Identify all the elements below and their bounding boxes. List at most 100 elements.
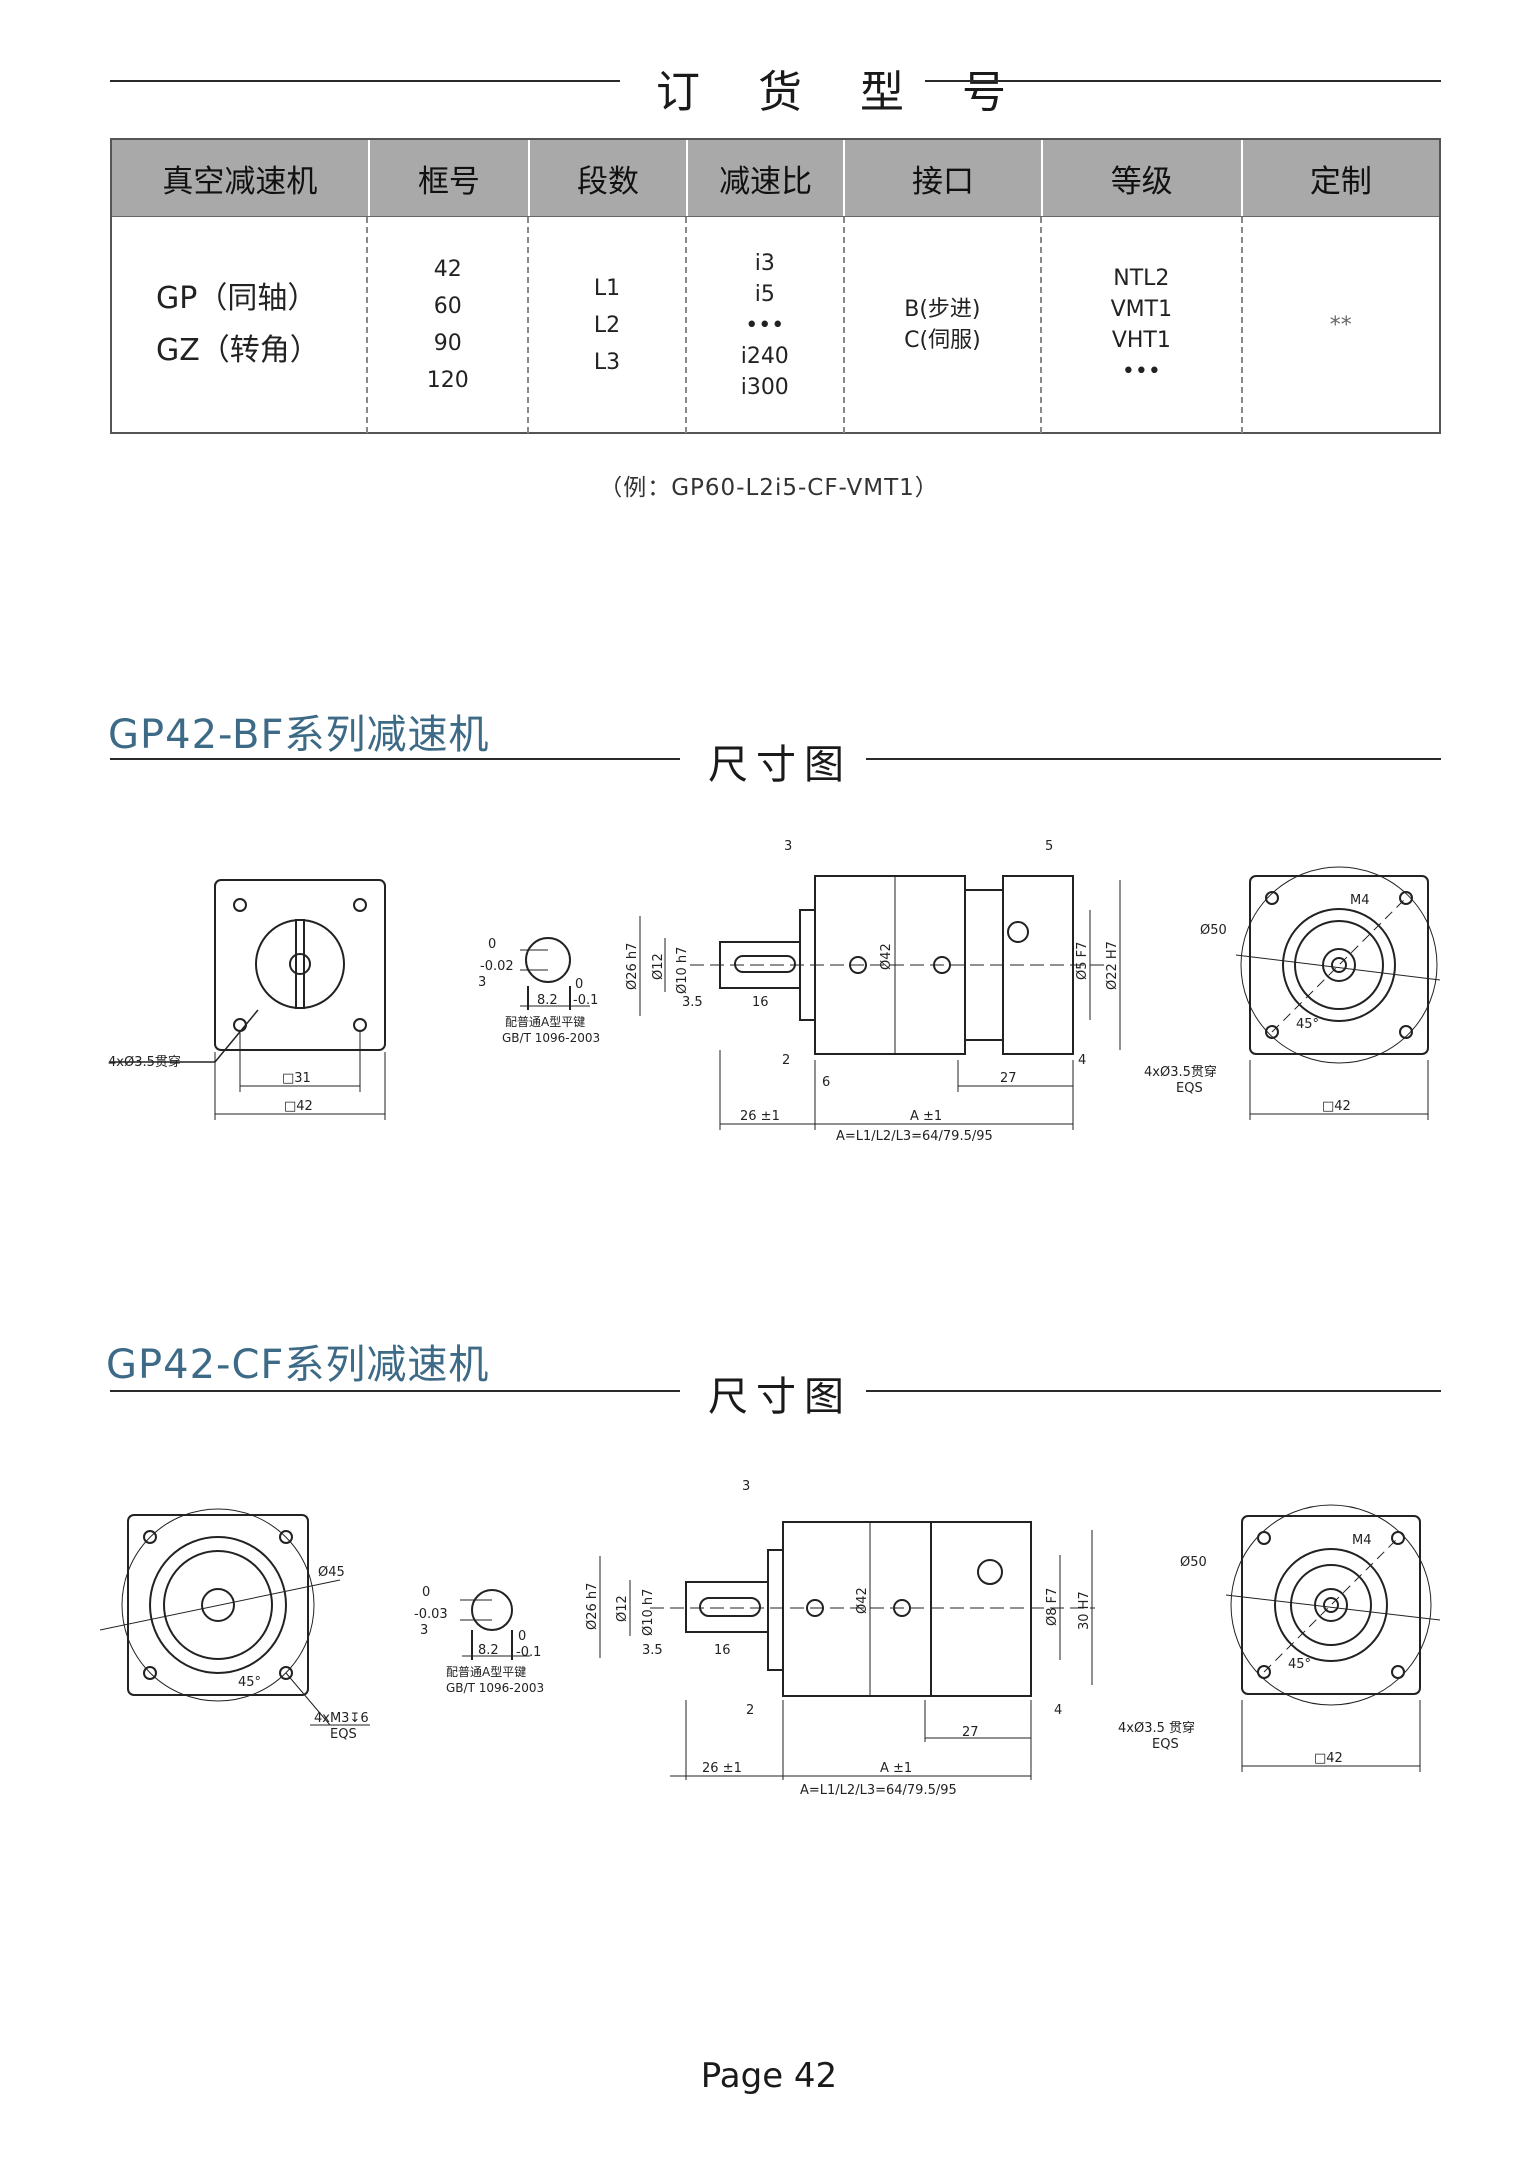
cf-dimension-drawing: Ø45 45° 4xM3↧6 EQS 0 -0.03 3 8.2 0 -0.1 … — [99, 1479, 1441, 1798]
cf-key-82-dev0: 0 — [518, 1629, 526, 1644]
col-vacuum-reducer: 真空减速机 — [112, 140, 370, 216]
bf-45-label: 45° — [1296, 1017, 1319, 1032]
cf-m4-label: M4 — [1352, 1533, 1372, 1548]
section-rule-right — [866, 758, 1441, 760]
header-rule-right — [925, 80, 1441, 82]
frame-value: 90 — [433, 331, 462, 356]
col-stages: 段数 — [530, 140, 688, 216]
col-interface: 接口 — [845, 140, 1043, 216]
cf-eqs-label: EQS — [330, 1727, 357, 1742]
cf-sq42-r-label: □42 — [1314, 1751, 1343, 1766]
cell-frame: 42 60 90 120 — [368, 217, 530, 433]
grade-value: VMT1 — [1110, 297, 1173, 322]
frame-value: 120 — [426, 368, 469, 393]
cf-d10-label: Ø10 h7 — [641, 1589, 656, 1636]
cf-dim35: 3.5 — [642, 1643, 663, 1658]
section-rule-left — [110, 1390, 680, 1392]
bf-holes-r-label: 4xØ3.5贯穿 — [1144, 1064, 1217, 1080]
cell-ratio: i3 i5 ••• i240 i300 — [687, 217, 845, 433]
cf-d26-label: Ø26 h7 — [585, 1583, 600, 1630]
bf-d42-label: Ø42 — [879, 943, 894, 970]
bf-d5-label: Ø5 F7 — [1075, 942, 1090, 980]
header-rule-left — [110, 80, 620, 82]
bf-dim35: 3.5 — [682, 995, 703, 1010]
bf-m4-label: M4 — [1350, 893, 1370, 908]
order-table-header: 真空减速机 框号 段数 减速比 接口 等级 定制 — [112, 140, 1439, 217]
bf-key-dev0: 0 — [488, 937, 496, 952]
order-title: 订 货 型 号 — [656, 67, 1028, 118]
col-ratio: 减速比 — [688, 140, 846, 216]
cf-key-dev: -0.03 — [414, 1607, 448, 1622]
cf-key-note1: 配普通A型平键 — [446, 1665, 526, 1679]
col-frame: 框号 — [370, 140, 531, 216]
bf-dim27: 27 — [1000, 1071, 1017, 1086]
stage-value: L2 — [593, 312, 621, 338]
cf-d12-label: Ø12 — [615, 1595, 630, 1622]
ratio-ellipsis: ••• — [745, 312, 785, 338]
cf-holes-label: 4xM3↧6 — [314, 1711, 369, 1726]
bf-dim2: 2 — [782, 1053, 790, 1068]
series-gp: GP（同轴） — [156, 281, 318, 316]
stage-value: L3 — [593, 349, 621, 375]
cf-dim16: 16 — [714, 1643, 731, 1658]
cf-dim26: 26 ±1 — [702, 1761, 742, 1776]
bf-dimA: A ±1 — [910, 1109, 942, 1124]
bf-d10-label: Ø10 h7 — [675, 947, 690, 994]
cf-key-note2: GB/T 1096-2003 — [446, 1681, 544, 1695]
cf-key-82-dev: -0.1 — [516, 1645, 541, 1660]
cf-dim2: 2 — [746, 1703, 754, 1718]
bf-dim6: 6 — [822, 1075, 830, 1090]
interface-value: C(伺服) — [904, 328, 981, 353]
frame-value: 42 — [433, 257, 462, 282]
cf-d50-label: Ø50 — [1180, 1555, 1207, 1570]
bf-key-82-dev0: 0 — [575, 977, 583, 992]
cf-dim27: 27 — [962, 1725, 979, 1740]
bf-sq42-label: □42 — [284, 1099, 313, 1114]
stage-value: L1 — [593, 275, 621, 301]
series-title-bf: GP42-BF系列减速机 — [108, 712, 490, 758]
bf-dim4: 4 — [1078, 1053, 1086, 1068]
bf-sq31-label: □31 — [282, 1071, 311, 1086]
col-custom: 定制 — [1309, 163, 1372, 200]
cell-interface: B(步进) C(伺服) — [845, 217, 1043, 433]
bf-d22-label: Ø22 H7 — [1105, 941, 1120, 990]
bf-key-note1: 配普通A型平键 — [505, 1015, 585, 1029]
bf-key-3: 3 — [478, 975, 486, 990]
bf-dim3: 3 — [784, 839, 792, 854]
cf-holes-r-label: 4xØ3.5 贯穿 — [1118, 1720, 1195, 1736]
bf-d50-label: Ø50 — [1200, 923, 1227, 938]
bf-dimension-drawing: 4xØ3.5贯穿 □31 □42 0 -0.02 3 8.2 0 -0.1 配普… — [108, 839, 1441, 1144]
cf-key-3: 3 — [420, 1623, 428, 1638]
series-title-cf: GP42-CF系列减速机 — [106, 1342, 490, 1388]
cf-dimA: A ±1 — [880, 1761, 912, 1776]
cf-formula: A=L1/L2/L3=64/79.5/95 — [800, 1783, 957, 1798]
bf-dim26: 26 ±1 — [740, 1109, 780, 1124]
cell-stages: L1 L2 L3 — [529, 217, 687, 433]
bf-sq42-r-label: □42 — [1322, 1099, 1351, 1114]
cf-45-r-label: 45° — [1288, 1657, 1311, 1672]
ratio-value: i5 — [754, 281, 775, 307]
series-gz: GZ（转角） — [156, 333, 320, 368]
cell-series: GP（同轴） GZ（转角） — [112, 217, 369, 433]
custom-value: ** — [1329, 312, 1352, 338]
bf-formula: A=L1/L2/L3=64/79.5/95 — [836, 1129, 993, 1144]
order-example: （例：GP60-L2i5-CF-VMT1） — [599, 475, 939, 501]
page-number: Page 42 — [700, 2056, 838, 2096]
cf-dim3: 3 — [742, 1479, 750, 1494]
grade-value: NTL2 — [1113, 266, 1170, 291]
cf-d8-label: Ø8 F7 — [1045, 1588, 1060, 1626]
grade-ellipsis: ••• — [1121, 359, 1161, 384]
bf-key-82: 8.2 — [537, 993, 558, 1008]
cf-key-82: 8.2 — [478, 1643, 499, 1658]
bf-eqs-label: EQS — [1176, 1081, 1203, 1096]
bf-holes-label: 4xØ3.5贯穿 — [108, 1054, 181, 1070]
cf-d42-label: Ø42 — [855, 1587, 870, 1614]
ratio-value: i300 — [740, 374, 789, 400]
bf-dim16: 16 — [752, 995, 769, 1010]
section-rule-left — [110, 758, 680, 760]
cf-dim4: 4 — [1054, 1703, 1062, 1718]
cf-eqs-r-label: EQS — [1152, 1737, 1179, 1752]
cf-d30-label: 30 H7 — [1077, 1591, 1092, 1630]
bf-key-82-dev: -0.1 — [573, 993, 598, 1008]
cf-45-label: 45° — [238, 1675, 261, 1690]
